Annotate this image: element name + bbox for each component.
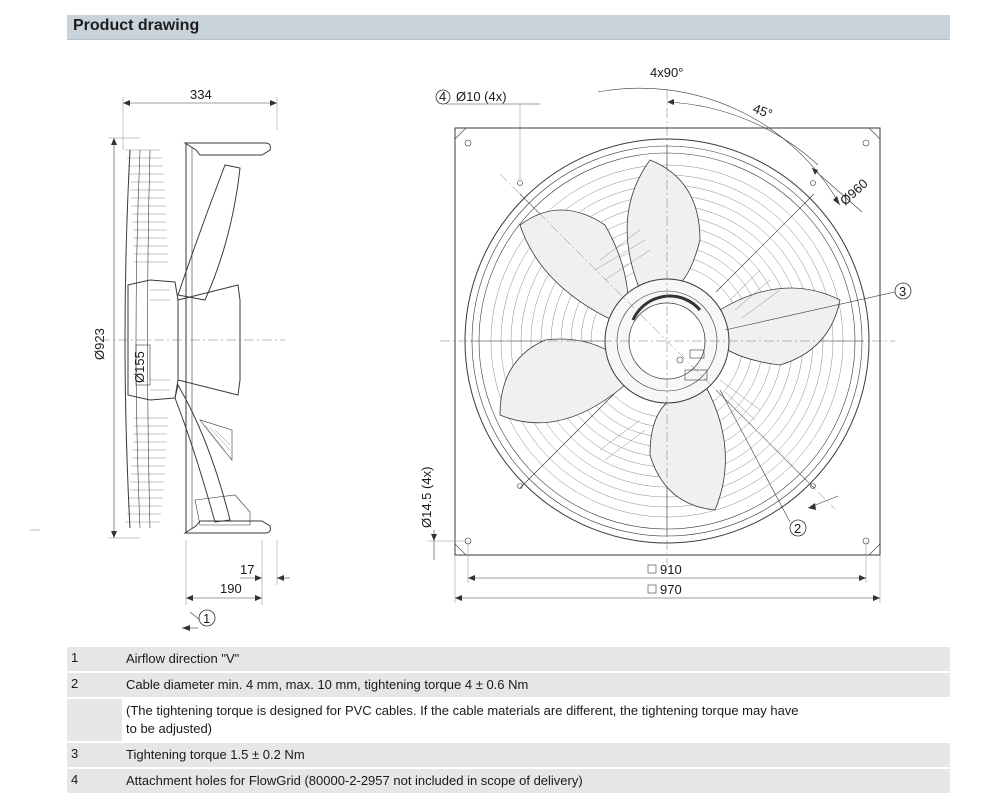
legend-text: Attachment holes for FlowGrid (80000-2-2… bbox=[122, 769, 950, 793]
dim-diameter-960: Ø960 bbox=[837, 176, 871, 208]
dim-angle-45: 45° bbox=[751, 101, 775, 122]
legend-num: 4 bbox=[67, 769, 122, 793]
callout-2 bbox=[789, 519, 807, 537]
callout-4 bbox=[435, 89, 451, 105]
legend-row: 3 Tightening torque 1.5 ± 0.2 Nm bbox=[67, 743, 950, 767]
product-drawing: 334 Ø923 bbox=[30, 65, 912, 631]
legend-text: Airflow direction "V" bbox=[122, 647, 950, 671]
callout-1 bbox=[198, 609, 216, 627]
legend-table: 1 Airflow direction "V" 2 Cable diameter… bbox=[67, 647, 950, 795]
dim-910: 910 bbox=[660, 562, 682, 577]
callout-3 bbox=[894, 282, 912, 300]
dim-17: 17 bbox=[240, 562, 254, 577]
callout-1-label: 1 bbox=[203, 611, 210, 626]
legend-text: Tightening torque 1.5 ± 0.2 Nm bbox=[122, 743, 950, 767]
legend-row: 4 Attachment holes for FlowGrid (80000-2… bbox=[67, 769, 950, 793]
legend-num: 2 bbox=[67, 673, 122, 697]
dim-diameter-923: Ø923 bbox=[92, 328, 107, 360]
dim-angle-total: 4x90° bbox=[650, 65, 683, 80]
dim-970: 970 bbox=[660, 582, 682, 597]
legend-num: 1 bbox=[67, 647, 122, 671]
section-header: Product drawing bbox=[67, 15, 950, 40]
dim-holes: Ø10 (4x) bbox=[456, 89, 507, 104]
legend-num bbox=[67, 699, 122, 741]
dim-slots: Ø14.5 (4x) bbox=[419, 467, 434, 528]
legend-text: Cable diameter min. 4 mm, max. 10 mm, ti… bbox=[122, 673, 950, 697]
legend-row: 2 Cable diameter min. 4 mm, max. 10 mm, … bbox=[67, 673, 950, 697]
dim-width-334: 334 bbox=[190, 87, 212, 102]
callout-3-label: 3 bbox=[899, 284, 906, 299]
section-title: Product drawing bbox=[73, 17, 200, 34]
legend-text: (The tightening torque is designed for P… bbox=[122, 699, 950, 741]
legend-num: 3 bbox=[67, 743, 122, 767]
side-view: 334 Ø923 bbox=[30, 87, 290, 631]
callout-4-label: 4 bbox=[439, 89, 446, 104]
front-view: 4x90° 45° 4 Ø10 (4x) Ø960 3 2 Ø14.5 (4x) bbox=[419, 65, 912, 603]
callout-2-label: 2 bbox=[794, 521, 801, 536]
dim-190: 190 bbox=[220, 581, 242, 596]
dim-hub-155: Ø155 bbox=[132, 351, 147, 383]
legend-row: 1 Airflow direction "V" bbox=[67, 647, 950, 671]
legend-row: (The tightening torque is designed for P… bbox=[67, 699, 950, 741]
